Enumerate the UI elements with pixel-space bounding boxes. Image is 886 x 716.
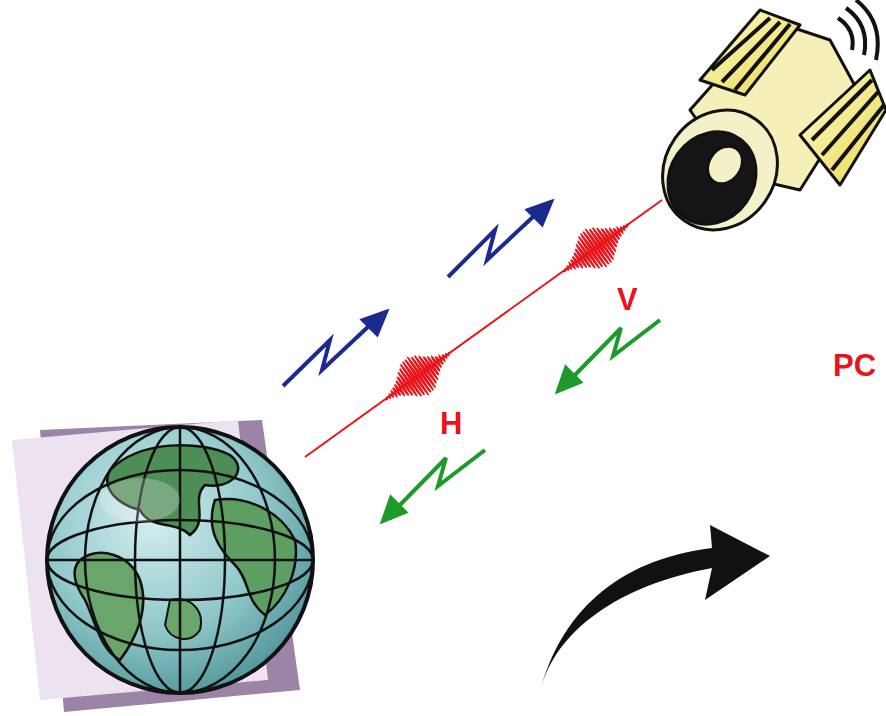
uplink-arrow bbox=[283, 202, 551, 386]
earth-globe bbox=[47, 427, 313, 693]
wave-packet bbox=[551, 207, 641, 289]
downlink-arrow bbox=[383, 320, 660, 521]
polarization-letter: V bbox=[617, 284, 638, 315]
satellite bbox=[639, 0, 886, 252]
polarization-letter: H bbox=[440, 408, 462, 439]
rotation-arrow bbox=[540, 525, 770, 692]
wave-packets bbox=[373, 207, 641, 417]
side-label: PC bbox=[833, 350, 876, 381]
signal-line bbox=[305, 200, 662, 457]
wave-packet bbox=[373, 335, 463, 417]
